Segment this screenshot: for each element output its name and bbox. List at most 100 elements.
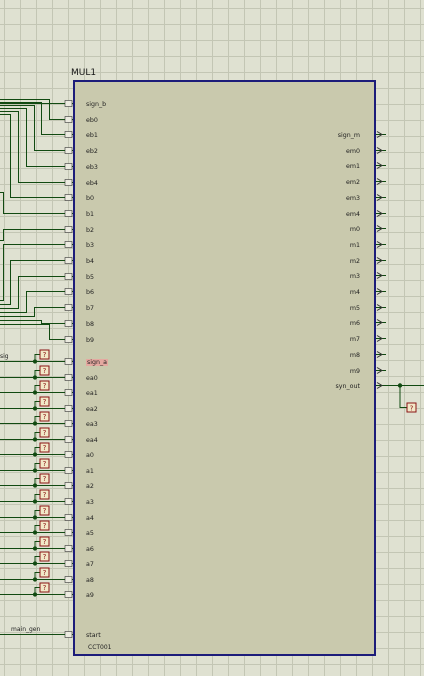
wire-b6: [0, 291, 65, 313]
pin-terminal-b5: [64, 273, 73, 280]
component-mul1[interactable]: sign_b eb0 eb1 eb2 eb3 eb4 b0 b1 b2 b3 b4 b5 b6 b7 b8 b…: [73, 80, 376, 656]
pin-terminal-start: [64, 631, 73, 638]
pin-label-m7[interactable]: m7: [349, 335, 360, 343]
pin-label-eb0[interactable]: eb0: [86, 116, 98, 124]
pin-label-syn_out[interactable]: syn_out: [335, 382, 360, 390]
pin-label-m3[interactable]: m3: [349, 272, 360, 280]
pin-label-m9[interactable]: m9: [349, 367, 360, 375]
pin-terminal-b6: [64, 288, 73, 295]
pin-terminal-b8: [64, 320, 73, 327]
pin-label-b5[interactable]: b5: [86, 273, 95, 281]
probe-box-a4: [39, 505, 50, 516]
wire-eb4: [0, 111, 65, 183]
probe-box-ea4: [39, 427, 50, 438]
wire-eb1: [0, 102, 65, 135]
pin-arrow-m6: [376, 319, 383, 326]
pin-label-b2[interactable]: b2: [86, 226, 95, 234]
pin-label-eb1[interactable]: eb1: [86, 131, 98, 139]
probe-label-a3: ?: [43, 491, 47, 499]
pin-label-m0[interactable]: m0: [349, 225, 360, 233]
pin-terminal-a0: [64, 451, 73, 458]
pin-terminal-a5: [64, 529, 73, 536]
pin-label-sign_b[interactable]: sign_b: [86, 100, 107, 108]
pin-label-a9[interactable]: a9: [86, 591, 94, 599]
pin-label-b8[interactable]: b8: [86, 320, 95, 328]
pin-label-b9[interactable]: b9: [86, 336, 95, 344]
probe-box-a9: [39, 582, 50, 593]
probe-label-a2: ?: [43, 475, 47, 483]
pin-terminal-b7: [64, 304, 73, 311]
probe-lead-ea4: [34, 432, 40, 440]
probe-lead-ea3: [34, 416, 40, 424]
pin-label-eb3[interactable]: eb3: [86, 163, 98, 171]
pin-label-a8[interactable]: a8: [86, 576, 94, 584]
pin-terminal-eb0: [64, 116, 73, 123]
probe-box-ea0: [39, 365, 50, 376]
probe-box-a0: [39, 442, 50, 453]
wire-b7: [0, 307, 65, 317]
pin-label-b3[interactable]: b3: [86, 241, 95, 249]
pin-label-a1[interactable]: a1: [86, 467, 94, 475]
pin-label-a3[interactable]: a3: [86, 498, 94, 506]
pin-label-b6[interactable]: b6: [86, 288, 95, 296]
probe-lead-ea1: [34, 385, 40, 393]
pin-label-start[interactable]: start: [86, 631, 101, 639]
pin-label-em1[interactable]: em1: [345, 162, 360, 170]
pin-label-m8[interactable]: m8: [349, 351, 360, 359]
wire-b4: [0, 260, 65, 305]
probe-box-ea3: [39, 411, 50, 422]
pin-arrow-m4: [376, 288, 383, 295]
probe-label-a0: ?: [43, 444, 47, 452]
pin-label-eb4[interactable]: eb4: [86, 179, 98, 187]
pin-label-a2[interactable]: a2: [86, 482, 94, 490]
pin-arrow-m9: [376, 367, 383, 374]
pin-label-ea0[interactable]: ea0: [86, 374, 98, 382]
probe-box-a1: [39, 458, 50, 469]
pin-label-m1[interactable]: m1: [349, 241, 360, 249]
pin-arrow-em0: [376, 147, 383, 154]
probe-lead-ea0: [34, 370, 40, 378]
probe-box-a5: [39, 520, 50, 531]
pin-label-b7[interactable]: b7: [86, 304, 95, 312]
pin-arrow-m1: [376, 241, 383, 248]
pin-label-sign_m[interactable]: sign_m: [337, 131, 360, 139]
pin-label-ea1[interactable]: ea1: [86, 389, 98, 397]
probe-label-a4: ?: [43, 507, 47, 515]
pin-label-em3[interactable]: em3: [345, 194, 360, 202]
pin-label-em4[interactable]: em4: [345, 210, 360, 218]
pin-label-b1[interactable]: b1: [86, 210, 95, 218]
pin-label-a7[interactable]: a7: [86, 560, 94, 568]
pin-terminal-ea4: [64, 436, 73, 443]
pin-terminal-ea3: [64, 420, 73, 427]
pin-label-ea4[interactable]: ea4: [86, 436, 98, 444]
pin-label-a6[interactable]: a6: [86, 545, 94, 553]
pin-terminal-sign_b: [64, 100, 73, 107]
pin-label-em2[interactable]: em2: [345, 178, 360, 186]
pin-label-m4[interactable]: m4: [349, 288, 360, 296]
pin-label-ea2[interactable]: ea2: [86, 405, 98, 413]
pin-label-ea3[interactable]: ea3: [86, 420, 98, 428]
pin-label-b4[interactable]: b4: [86, 257, 95, 265]
pin-label-sign_a[interactable]: sign_a: [86, 358, 109, 366]
probe-label-a8: ?: [43, 569, 47, 577]
probe-label-ea2: ?: [43, 398, 47, 406]
probe-lead-a3: [34, 494, 40, 502]
pin-label-eb2[interactable]: eb2: [86, 147, 98, 155]
pin-label-a4[interactable]: a4: [86, 514, 94, 522]
pin-arrow-em2: [376, 178, 383, 185]
probe-box-a7: [39, 551, 50, 562]
pin-label-em0[interactable]: em0: [345, 147, 360, 155]
pin-terminal-sign_a: [64, 358, 73, 365]
pin-label-m5[interactable]: m5: [349, 304, 360, 312]
pin-label-m2[interactable]: m2: [349, 257, 360, 265]
pin-label-a0[interactable]: a0: [86, 451, 94, 459]
pin-terminal-a4: [64, 514, 73, 521]
pin-terminal-b9: [64, 336, 73, 343]
pin-label-b0[interactable]: b0: [86, 194, 95, 202]
pin-terminal-eb2: [64, 147, 73, 154]
pin-label-m6[interactable]: m6: [349, 319, 360, 327]
probe-box-a6: [39, 536, 50, 547]
wire-b1: [0, 192, 65, 214]
pin-label-a5[interactable]: a5: [86, 529, 94, 537]
probe-label-ea3: ?: [43, 413, 47, 421]
